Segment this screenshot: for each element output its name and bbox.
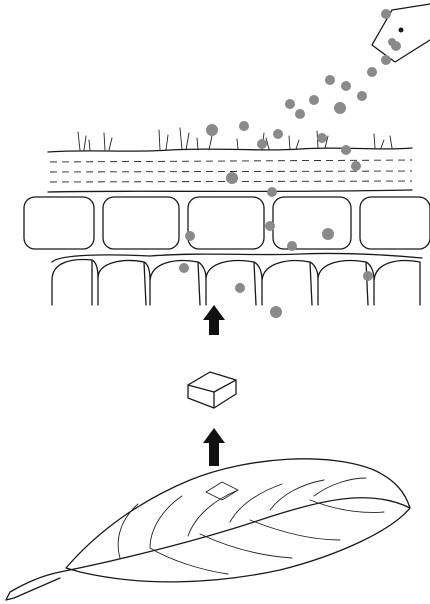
particle [226, 172, 238, 184]
particle [381, 55, 391, 65]
particle [285, 99, 295, 109]
particle [267, 187, 277, 197]
particle [357, 91, 367, 101]
particle [239, 121, 249, 131]
particle [367, 67, 377, 77]
nozzle-hole [399, 28, 404, 33]
particle [273, 129, 283, 139]
particle [235, 283, 245, 293]
particle [341, 81, 351, 91]
particle [179, 263, 189, 273]
particle [341, 145, 351, 155]
particle [265, 221, 275, 231]
leaf-panel [0, 450, 430, 604]
particle [317, 133, 327, 143]
particle [325, 75, 335, 85]
particle [388, 38, 396, 46]
particle [363, 271, 373, 281]
particle [185, 231, 195, 241]
particle [206, 124, 218, 136]
particle [295, 109, 305, 119]
particle [287, 241, 297, 251]
particle [334, 102, 346, 114]
particle [270, 306, 282, 318]
particle [322, 228, 334, 240]
particle [309, 95, 319, 105]
particle [381, 9, 391, 19]
particle [257, 139, 267, 149]
particle [351, 161, 361, 171]
